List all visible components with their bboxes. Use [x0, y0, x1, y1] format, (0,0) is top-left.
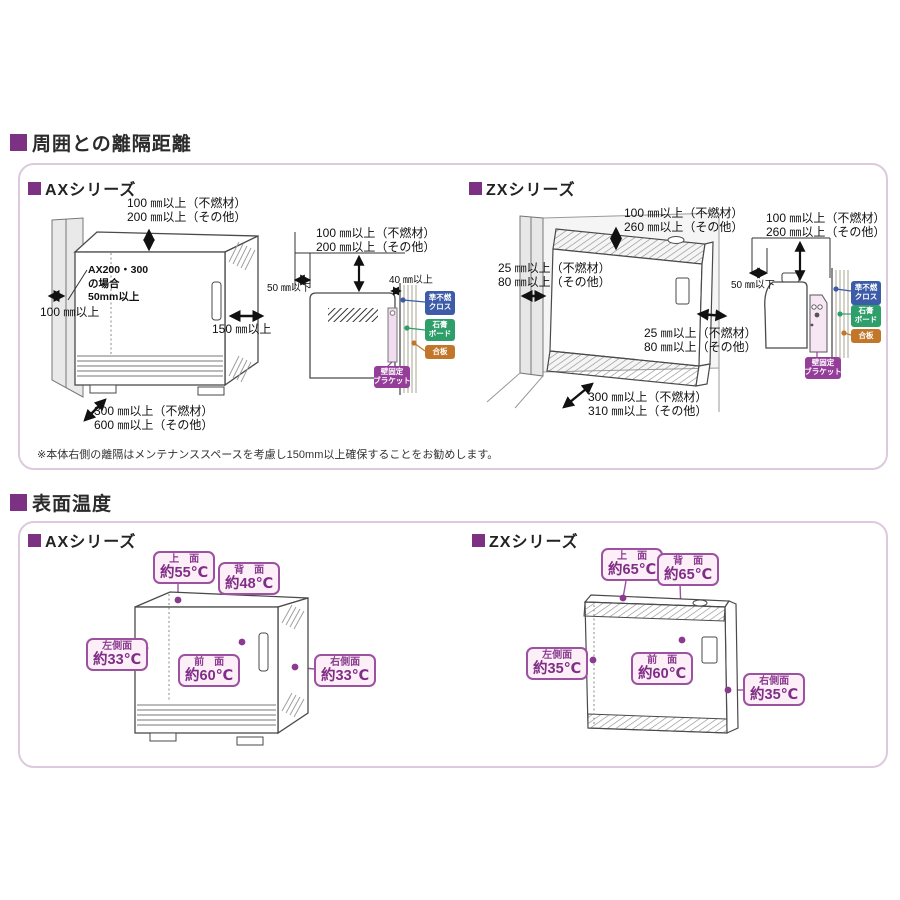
ax-temp-front: 前 面 約60℃	[178, 654, 241, 688]
zx-wall-layer-plywood-tag: 合板	[851, 329, 881, 343]
zx-side-rear-label: 50 ㎜以下	[731, 280, 775, 291]
clearance-footnote: ※本体右側の離隔はメンテナンススペースを考慮し150mm以上確保することをお勧め…	[37, 449, 499, 461]
zx-wall-layer-gypsum-tag: 石膏 ボード	[851, 305, 881, 327]
zx-right-clearance-label: 25 ㎜以上（不燃材） 80 ㎜以上（その他）	[644, 326, 757, 354]
clearance-section-title: 周囲との離隔距離	[10, 129, 192, 156]
zx-wall-layer-cloth-tag: 準不燃 クロス	[851, 281, 881, 305]
ax-top-clearance-label: 100 ㎜以上（不燃材） 200 ㎜以上（その他）	[127, 196, 247, 224]
ax-side-wall-gap-label: 40 ㎜以上	[389, 275, 433, 286]
zx-temp-top: 上 面 約65℃	[601, 548, 664, 582]
ax-side-top-label: 100 ㎜以上（不燃材） 200 ㎜以上（その他）	[316, 226, 436, 254]
ax-wall-layer-gypsum-tag: 石膏 ボード	[425, 319, 455, 341]
surface-ax-header-text: AXシリーズ	[45, 534, 137, 551]
zx-temp-left: 左側面 約35℃	[526, 647, 589, 681]
ax-temp-right: 右側面 約33℃	[314, 654, 377, 688]
purple-square-icon	[469, 181, 482, 195]
surface-section-title-text: 表面温度	[32, 494, 113, 515]
purple-square-icon	[10, 134, 27, 151]
ax-rear-note: AX200・300 の場合 50mm以上	[88, 264, 149, 303]
surface-zx-header: ZXシリーズ	[472, 528, 579, 552]
clearance-zx-header: ZXシリーズ	[469, 176, 576, 200]
zx-front-clearance-label: 300 ㎜以上（不燃材） 310 ㎜以上（その他）	[588, 390, 708, 418]
surface-ax-header: AXシリーズ	[28, 528, 136, 552]
ax-temp-top: 上 面 約55℃	[153, 551, 216, 585]
purple-square-icon	[28, 181, 41, 195]
zx-side-drawing	[748, 237, 852, 360]
ax-temp-back: 背 面 約48℃	[218, 562, 281, 596]
ax-wall-bracket-tag: 壁固定 ブラケット	[373, 366, 411, 388]
ax-wall-layer-cloth-tag: 準不燃 クロス	[425, 291, 455, 315]
zx-top-clearance-label: 100 ㎜以上（不燃材） 260 ㎜以上（その他）	[624, 206, 744, 234]
zx-left-clearance-label: 25 ㎜以上（不燃材） 80 ㎜以上（その他）	[498, 261, 611, 289]
clearance-ax-header: AXシリーズ	[28, 176, 136, 200]
zx-side-top-label: 100 ㎜以上（不燃材） 260 ㎜以上（その他）	[766, 211, 886, 239]
ax-right-clearance-label: 150 ㎜以上	[212, 322, 272, 336]
purple-square-icon	[472, 533, 485, 547]
clearance-section-title-text: 周囲との離隔距離	[32, 134, 192, 155]
clearance-zx-header-text: ZXシリーズ	[486, 182, 576, 199]
zx-temp-right: 右側面 約35℃	[743, 673, 806, 707]
ax-wall-layer-plywood-tag: 合板	[425, 345, 455, 359]
ax-front-clearance-label: 300 ㎜以上（不燃材） 600 ㎜以上（その他）	[94, 404, 214, 432]
surface-zx-header-text: ZXシリーズ	[489, 534, 579, 551]
surface-section-title: 表面温度	[10, 489, 112, 516]
ax-clearance-drawing	[47, 217, 265, 422]
clearance-ax-header-text: AXシリーズ	[45, 182, 137, 199]
purple-square-icon	[10, 494, 27, 511]
ax-temp-left: 左側面 約33℃	[86, 638, 149, 672]
zx-temp-front: 前 面 約60℃	[631, 652, 694, 686]
ax-side-rear-label: 50 ㎜以下	[267, 283, 311, 294]
zx-temp-back: 背 面 約65℃	[657, 553, 720, 587]
ax-left-clearance-label: 100 ㎜以上	[40, 305, 100, 319]
zx-clearance-drawing	[486, 212, 728, 412]
zx-wall-bracket-tag: 壁固定 ブラケット	[804, 357, 842, 379]
purple-square-icon	[28, 533, 41, 547]
